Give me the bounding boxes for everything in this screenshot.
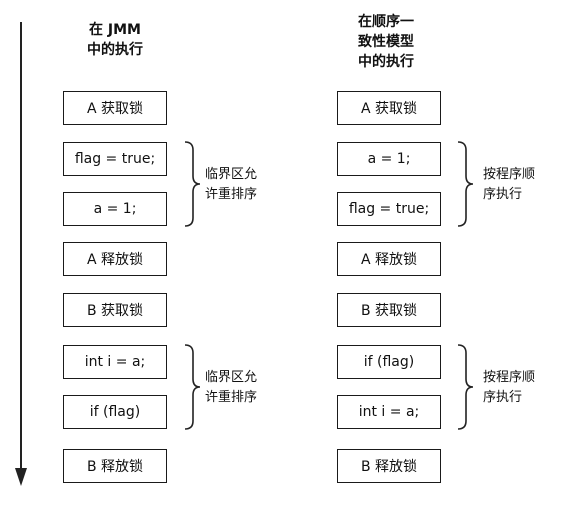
right-step-6: if (flag) [337, 345, 441, 379]
left-brace-2 [184, 344, 201, 430]
right-step-7: int i = a; [337, 395, 441, 429]
left-step-8: B 释放锁 [63, 449, 167, 483]
left-note-1: 临界区允 许重排序 [205, 167, 258, 202]
left-step-7: if (flag) [63, 395, 167, 429]
left-step-5: B 获取锁 [63, 293, 167, 327]
right-step-2: a = 1; [337, 142, 441, 176]
right-step-1: A 获取锁 [337, 91, 441, 125]
right-step-8: B 释放锁 [337, 449, 441, 483]
left-column-title: 在 JMM 中的执行 [87, 22, 143, 58]
left-step-1: A 获取锁 [63, 91, 167, 125]
left-step-6: int i = a; [63, 345, 167, 379]
right-step-5: B 获取锁 [337, 293, 441, 327]
right-note-1: 按程序顺 序执行 [483, 167, 536, 202]
right-step-4: A 释放锁 [337, 242, 441, 276]
left-note-2: 临界区允 许重排序 [205, 370, 258, 405]
right-brace-1 [457, 141, 474, 227]
right-column-title: 在顺序一 致性模型 中的执行 [358, 14, 414, 70]
left-step-4: A 释放锁 [63, 242, 167, 276]
left-step-2: flag = true; [63, 142, 167, 176]
left-brace-1 [184, 141, 201, 227]
right-step-3: flag = true; [337, 192, 441, 226]
right-brace-2 [457, 344, 474, 430]
right-note-2: 按程序顺 序执行 [483, 370, 536, 405]
left-step-3: a = 1; [63, 192, 167, 226]
